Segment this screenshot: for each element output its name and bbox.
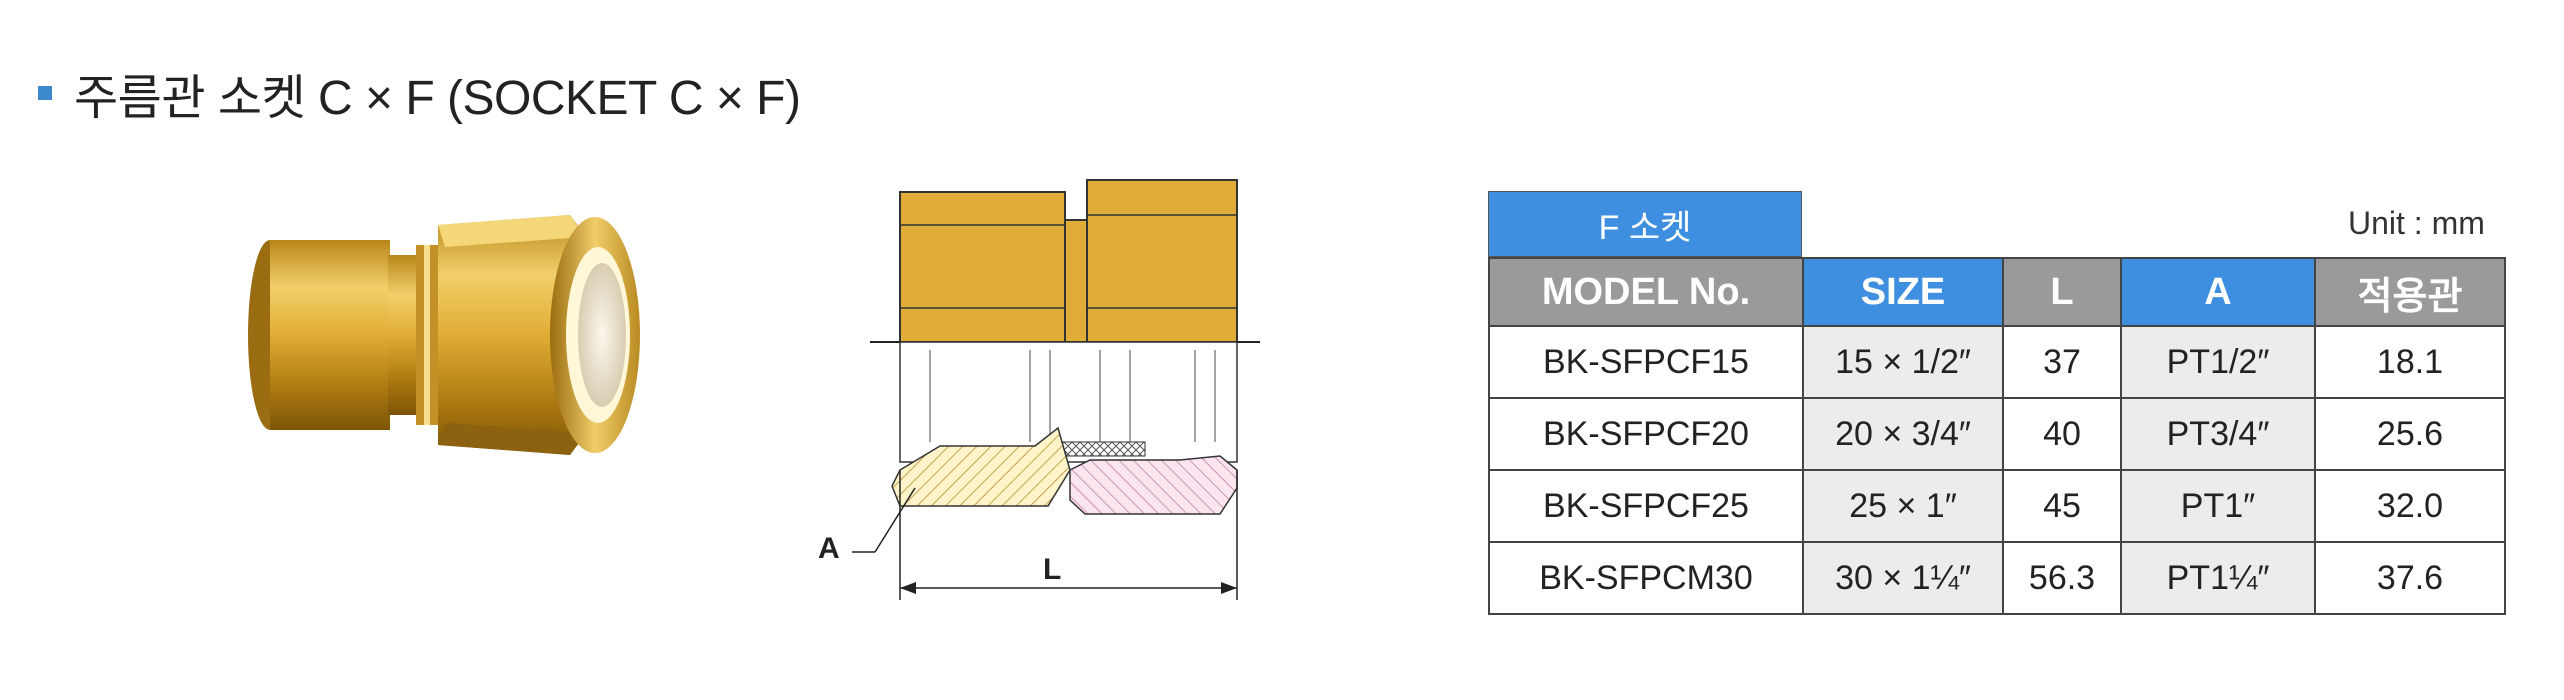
table-tab-label: F 소켓 <box>1488 191 1802 257</box>
cell-l: 40 <box>2002 397 2122 471</box>
title-row: 주름관 소켓 C × F (SOCKET C × F) <box>38 58 801 128</box>
spec-table: MODEL No. SIZE L A 적용관 BK-SFPCF15 15 × 1… <box>1488 257 2506 615</box>
cell-a: PT3/4″ <box>2120 397 2316 471</box>
table-row: BK-SFPCF20 20 × 3/4″ 40 PT3/4″ 25.6 <box>1488 397 2506 471</box>
header-l: L <box>2002 257 2122 327</box>
cell-l: 37 <box>2002 325 2122 399</box>
cell-size: 30 × 1¼″ <box>1802 541 2004 615</box>
cell-l: 45 <box>2002 469 2122 543</box>
cell-l: 56.3 <box>2002 541 2122 615</box>
cell-a: PT1″ <box>2120 469 2316 543</box>
header-model: MODEL No. <box>1488 257 1804 327</box>
table-header-row: MODEL No. SIZE L A 적용관 <box>1488 257 2506 327</box>
cell-size: 15 × 1/2″ <box>1802 325 2004 399</box>
cell-pipe: 18.1 <box>2314 325 2506 399</box>
header-a: A <box>2120 257 2316 327</box>
cell-size: 20 × 3/4″ <box>1802 397 2004 471</box>
cell-model: BK-SFPCF25 <box>1488 469 1804 543</box>
table-row: BK-SFPCM30 30 × 1¼″ 56.3 PT1¼″ 37.6 <box>1488 541 2506 615</box>
cross-section-drawing <box>852 179 1260 600</box>
page-title: 주름관 소켓 C × F (SOCKET C × F) <box>74 72 801 125</box>
table-row: BK-SFPCF15 15 × 1/2″ 37 PT1/2″ 18.1 <box>1488 325 2506 399</box>
cell-model: BK-SFPCF20 <box>1488 397 1804 471</box>
cell-size: 25 × 1″ <box>1802 469 2004 543</box>
table-row: BK-SFPCF25 25 × 1″ 45 PT1″ 32.0 <box>1488 469 2506 543</box>
product-photo <box>248 215 640 455</box>
dimension-label-a: A <box>818 532 840 565</box>
cell-a: PT1/2″ <box>2120 325 2316 399</box>
cell-pipe: 37.6 <box>2314 541 2506 615</box>
cell-pipe: 32.0 <box>2314 469 2506 543</box>
dimension-label-l: L <box>1043 553 1062 586</box>
header-pipe: 적용관 <box>2314 257 2506 327</box>
unit-label: Unit : mm <box>2348 205 2485 241</box>
cell-pipe: 25.6 <box>2314 397 2506 471</box>
header-size: SIZE <box>1802 257 2004 327</box>
cell-model: BK-SFPCF15 <box>1488 325 1804 399</box>
cell-a: PT1¼″ <box>2120 541 2316 615</box>
cell-model: BK-SFPCM30 <box>1488 541 1804 615</box>
square-bullet-icon <box>38 86 52 100</box>
